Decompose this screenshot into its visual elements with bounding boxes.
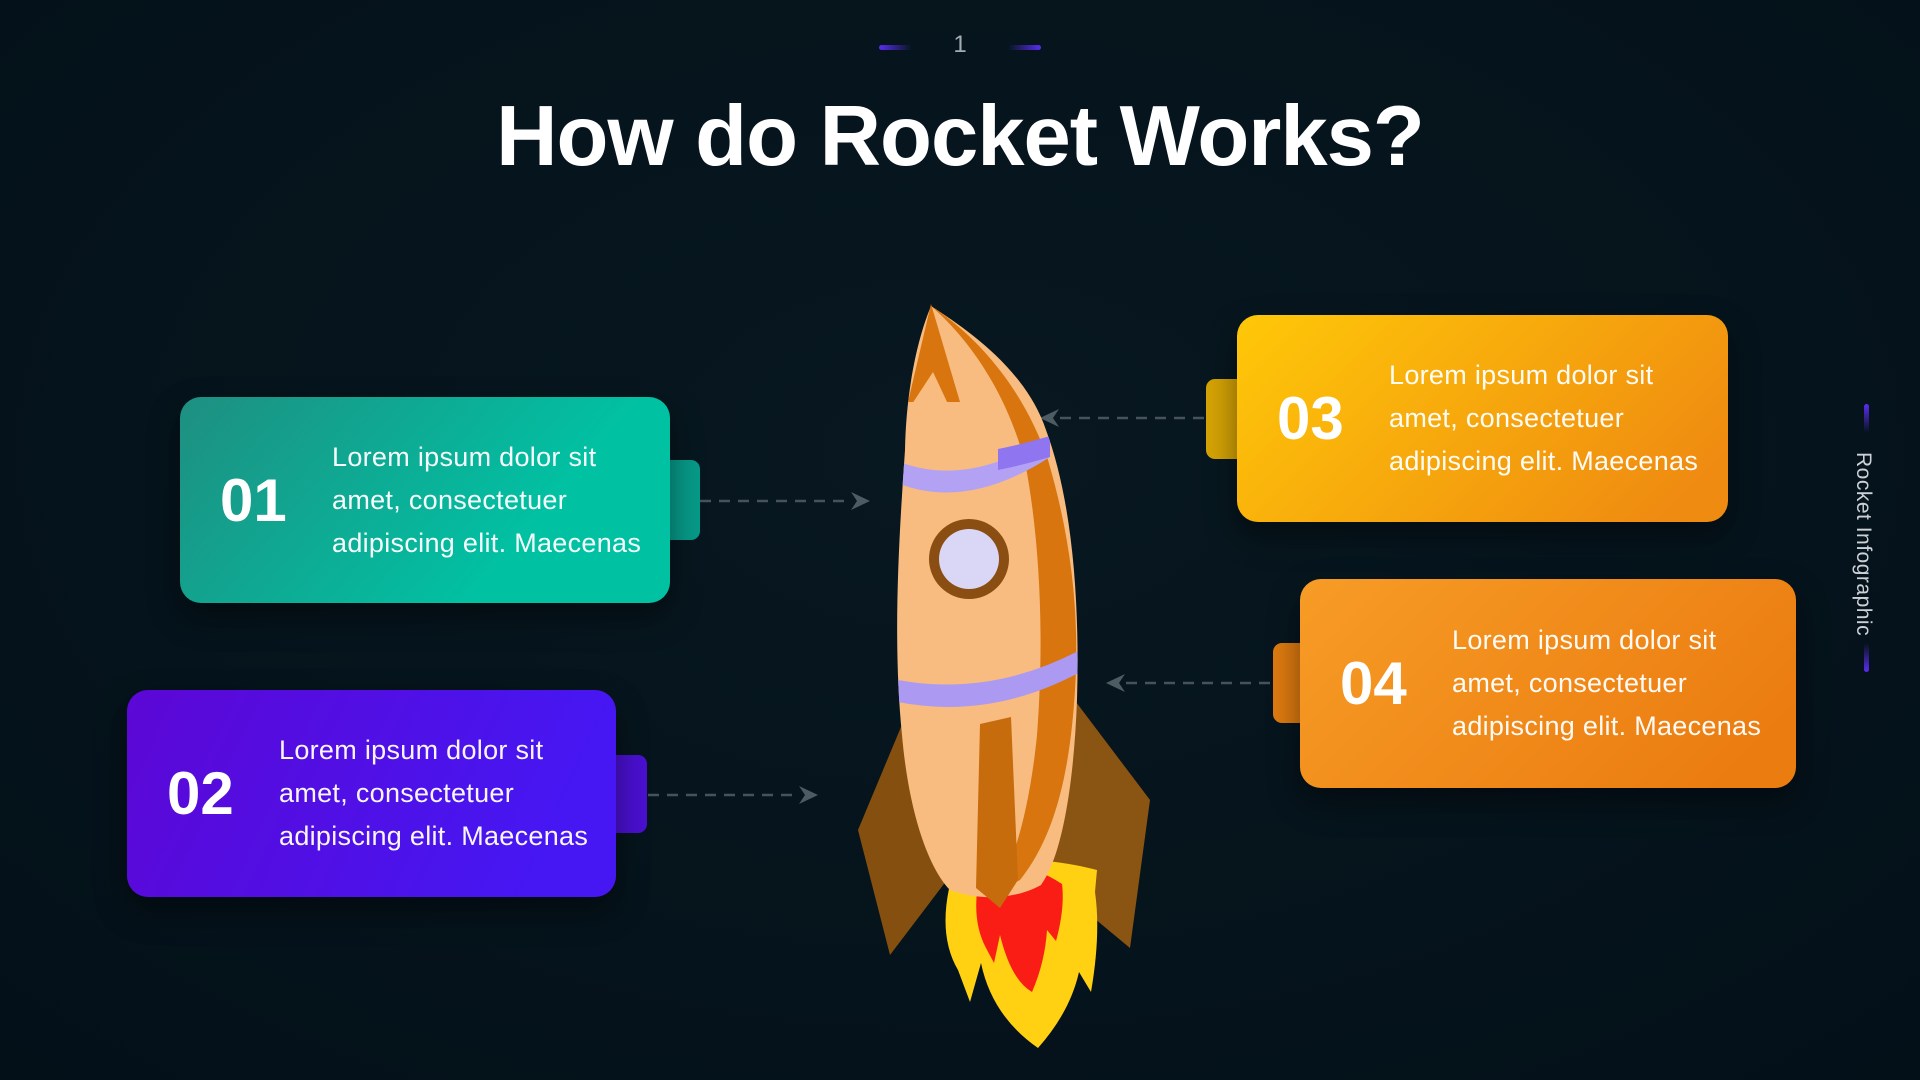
step-03-description: Lorem ipsum dolor sit amet, consectetuer…	[1389, 360, 1699, 476]
step-02-description: Lorem ipsum dolor sit amet, consectetuer…	[279, 735, 589, 851]
arrow-head	[851, 492, 870, 510]
step-card-03: 03 Lorem ipsum dolor sit amet, consectet…	[1237, 315, 1728, 522]
dashed-arrow-card-03	[1040, 409, 1210, 427]
dashed-arrow-card-02	[648, 786, 818, 804]
rocket-band-lower	[897, 648, 1078, 707]
rocket-body-stripe	[976, 717, 1018, 908]
side-label-dash-bottom	[1864, 643, 1869, 672]
rocket-illustration	[858, 304, 1150, 1048]
page-indicator-dash-left	[879, 45, 912, 50]
rocket-fin-left	[858, 715, 953, 955]
step-04-description: Lorem ipsum dolor sit amet, consectetuer…	[1452, 625, 1762, 741]
side-label-dash-top	[1864, 404, 1869, 433]
rocket-nose-cone	[908, 304, 960, 402]
page-indicator-dash-right	[1008, 45, 1041, 50]
dashed-arrow-card-01	[700, 492, 870, 510]
rocket-band-upper	[900, 436, 1050, 493]
slide-title: How do Rocket Works?	[496, 89, 1425, 184]
rocket-nose-notch	[912, 372, 948, 404]
step-04-number: 04	[1340, 650, 1407, 717]
step-01-description: Lorem ipsum dolor sit amet, consectetuer…	[332, 441, 642, 558]
arrow-head	[799, 786, 818, 804]
page-number: 1	[953, 31, 967, 58]
step-01-number: 01	[220, 466, 287, 534]
rocket-window-glass	[939, 529, 999, 589]
side-label: Rocket Infographic	[1852, 452, 1875, 637]
step-03-number: 03	[1277, 385, 1344, 452]
step-card-02: 02 Lorem ipsum dolor sit amet, consectet…	[127, 690, 616, 897]
arrow-head	[1040, 409, 1059, 427]
step-card-04: 04 Lorem ipsum dolor sit amet, consectet…	[1300, 579, 1796, 788]
dashed-arrow-card-04	[1106, 674, 1276, 692]
step-card-01: 01 Lorem ipsum dolor sit amet, consectet…	[180, 397, 670, 603]
rocket-band-upper-dark-segment	[998, 436, 1050, 470]
step-02-number: 02	[167, 760, 234, 827]
arrow-head	[1106, 674, 1125, 692]
